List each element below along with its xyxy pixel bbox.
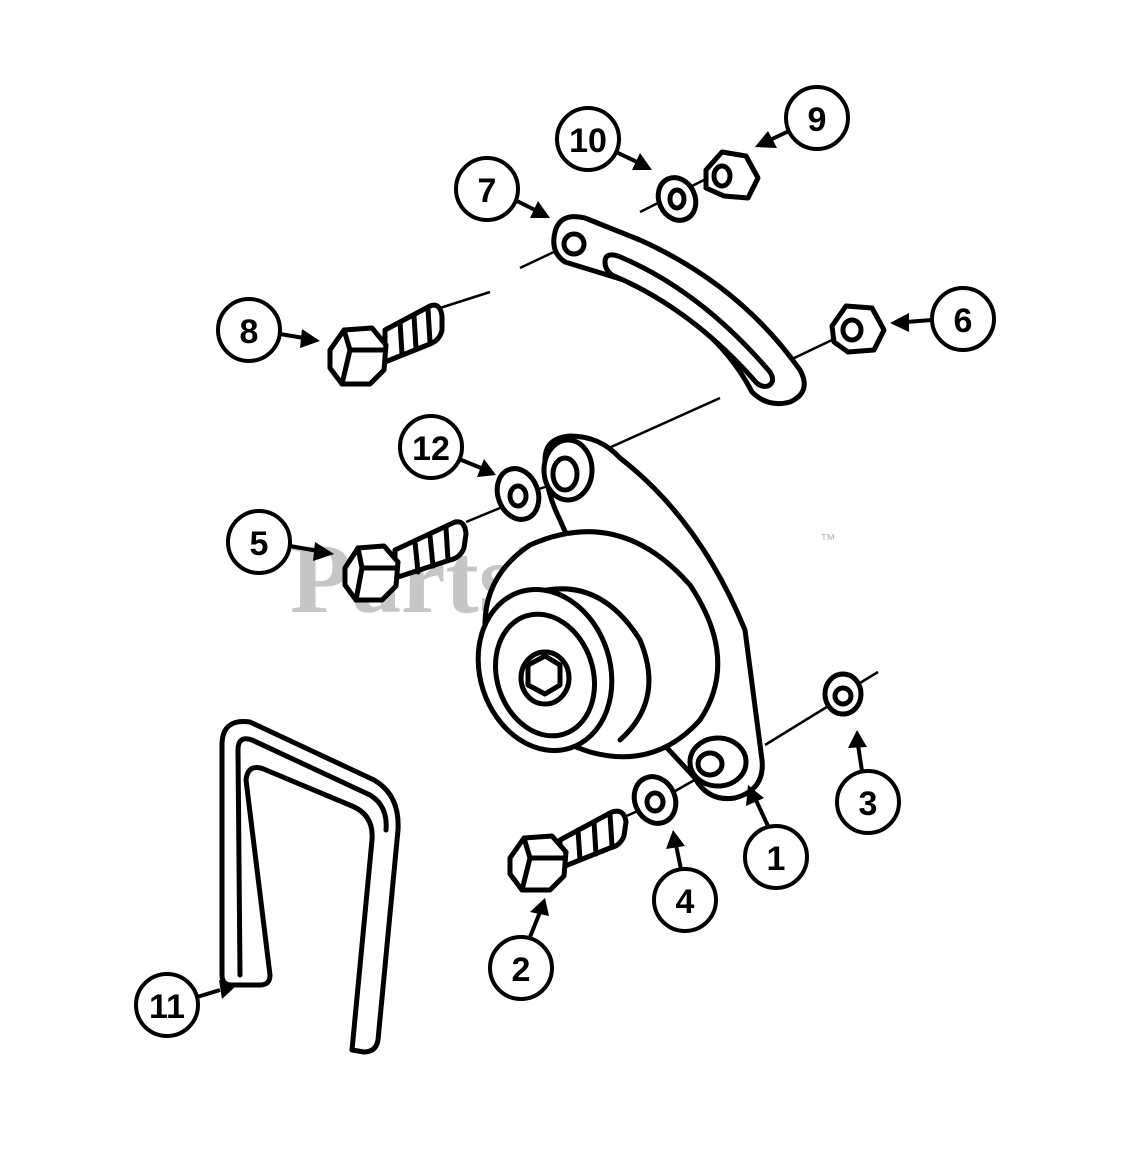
callout-label: 9 — [808, 101, 827, 139]
callout-label: 10 — [569, 122, 607, 160]
callout-10[interactable]: 10 — [555, 106, 652, 172]
idler-pulley-assembly — [475, 433, 765, 802]
callout-5[interactable]: 5 — [226, 509, 334, 575]
washer-4 — [631, 774, 679, 826]
callout-3[interactable]: 3 — [835, 730, 901, 835]
callout-1[interactable]: 1 — [743, 785, 809, 890]
adjusting-arm — [551, 214, 807, 407]
washer-3 — [822, 671, 864, 717]
callout-8[interactable]: 8 — [216, 297, 320, 363]
bolt-8 — [327, 302, 445, 387]
callout-2[interactable]: 2 — [488, 898, 554, 1001]
watermark-trademark: ™ — [820, 532, 836, 549]
callout-label: 12 — [412, 430, 450, 468]
callout-12[interactable]: 12 — [398, 414, 496, 480]
callout-label: 5 — [250, 525, 269, 563]
callout-label: 1 — [767, 840, 786, 878]
callout-7[interactable]: 7 — [454, 156, 550, 222]
callout-11[interactable]: 11 — [134, 972, 236, 1038]
bolt-5 — [342, 519, 469, 603]
callout-label: 4 — [676, 883, 695, 921]
callout-6[interactable]: 6 — [890, 286, 996, 352]
callout-9[interactable]: 9 — [755, 85, 850, 151]
callout-4[interactable]: 4 — [652, 830, 718, 933]
v-belt — [219, 718, 401, 1055]
washer-10 — [655, 175, 699, 223]
callout-label: 8 — [240, 313, 259, 351]
nut-6 — [829, 303, 887, 355]
callout-label: 2 — [512, 951, 531, 989]
callout-label: 7 — [478, 172, 497, 210]
nut-9 — [703, 149, 761, 201]
washer-12 — [494, 466, 542, 522]
bolt-2 — [507, 808, 629, 893]
callout-label: 11 — [149, 988, 185, 1026]
callout-label: 3 — [859, 785, 878, 823]
callout-label: 6 — [954, 302, 973, 340]
